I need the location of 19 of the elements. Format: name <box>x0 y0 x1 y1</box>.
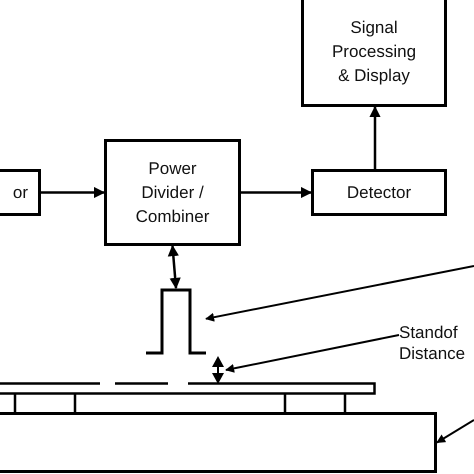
process-box <box>0 169 41 216</box>
box-label: Detector <box>346 182 412 204</box>
arrow <box>168 244 181 290</box>
callout-label: Standof Distance <box>399 322 474 364</box>
arrow <box>41 186 106 198</box>
arrow <box>369 106 381 169</box>
standoff-gap-marker <box>211 356 225 384</box>
arrow <box>241 186 312 198</box>
leader-line <box>225 334 400 373</box>
process-box <box>104 139 241 246</box>
base-block <box>0 412 437 473</box>
leader-line <box>205 265 474 322</box>
box-label: or <box>12 182 28 204</box>
process-box <box>301 0 447 107</box>
probe-drawing <box>146 288 206 355</box>
box-label: Power Divider / Combiner <box>136 158 210 228</box>
leader-line <box>436 419 474 444</box>
box-label: Signal Processing & Display <box>330 17 418 87</box>
process-box <box>311 169 447 216</box>
